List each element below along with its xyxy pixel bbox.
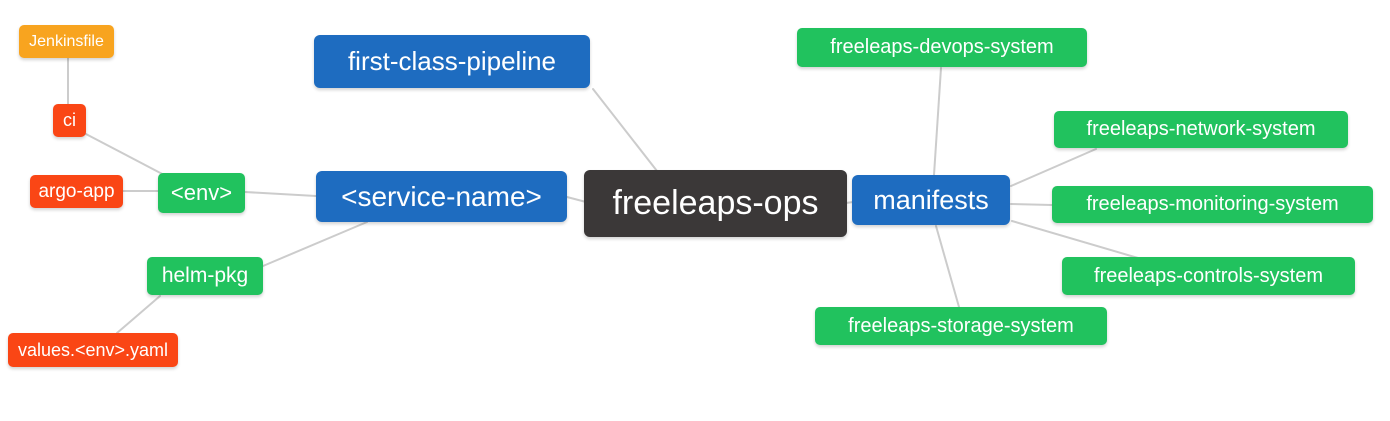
node-freeleaps-controls-system[interactable]: freeleaps-controls-system [1062,257,1355,295]
node-freeleaps-devops-system[interactable]: freeleaps-devops-system [797,28,1087,67]
edge-ci-env [83,132,169,178]
node-first-class-pipeline[interactable]: first-class-pipeline [314,35,590,88]
edge-helm-pkg-values [116,295,161,334]
node-freeleaps-storage-system[interactable]: freeleaps-storage-system [815,307,1107,345]
node-manifests[interactable]: manifests [852,175,1010,225]
node-freeleaps-monitoring-system[interactable]: freeleaps-monitoring-system [1052,186,1373,223]
node-jenkinsfile[interactable]: Jenkinsfile [19,25,114,58]
edge-manifests-monitoring [1010,203,1053,206]
node-freeleaps-ops-root[interactable]: freeleaps-ops [584,170,847,237]
node-freeleaps-network-system[interactable]: freeleaps-network-system [1054,111,1348,148]
node-env[interactable]: <env> [158,173,245,213]
node-argo-app[interactable]: argo-app [30,175,123,208]
node-helm-pkg[interactable]: helm-pkg [147,257,263,295]
node-service-name[interactable]: <service-name> [316,171,567,222]
edge-manifests-devops [933,67,942,176]
edge-service-name-helm-pkg [262,221,368,267]
node-ci[interactable]: ci [53,104,86,137]
node-values-env-yaml[interactable]: values.<env>.yaml [8,333,178,367]
edge-manifests-network [1010,148,1097,187]
edge-env-service-name [244,191,317,197]
edge-manifests-storage [935,225,960,308]
edge-pipeline-ops [592,88,658,172]
edge-manifests-controls [1011,220,1139,259]
